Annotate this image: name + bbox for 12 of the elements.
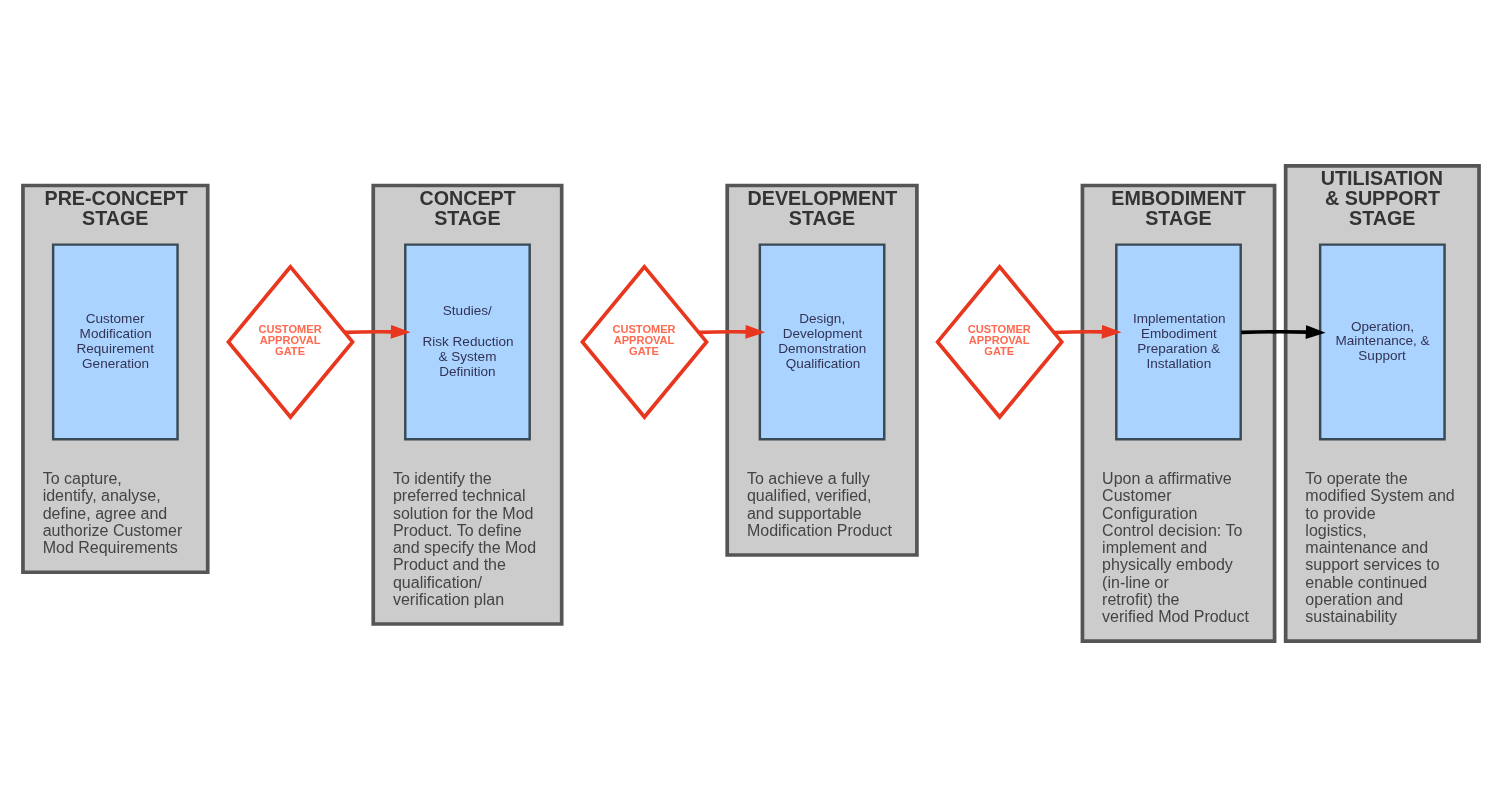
node-box: Customer Modification Requirement Generation xyxy=(51,242,179,440)
arrow xyxy=(344,324,411,339)
node-box: Studies/ Risk Reduction & System Definition xyxy=(404,242,531,440)
arrow xyxy=(1054,324,1122,339)
node-box: Implementation Embodiment Preparation & Installation xyxy=(1115,242,1242,440)
node-box: Design, Development Demonstration Qualification xyxy=(758,242,886,440)
arrow xyxy=(1241,324,1326,339)
node-diamond: CUSTOMER APPROVAL GATE xyxy=(935,263,1065,420)
node-diamond: CUSTOMER APPROVAL GATE xyxy=(226,263,355,420)
arrow xyxy=(699,324,766,339)
node-diamond: CUSTOMER APPROVAL GATE xyxy=(580,263,709,420)
node-box: Operation, Maintenance, & Support xyxy=(1318,242,1446,440)
